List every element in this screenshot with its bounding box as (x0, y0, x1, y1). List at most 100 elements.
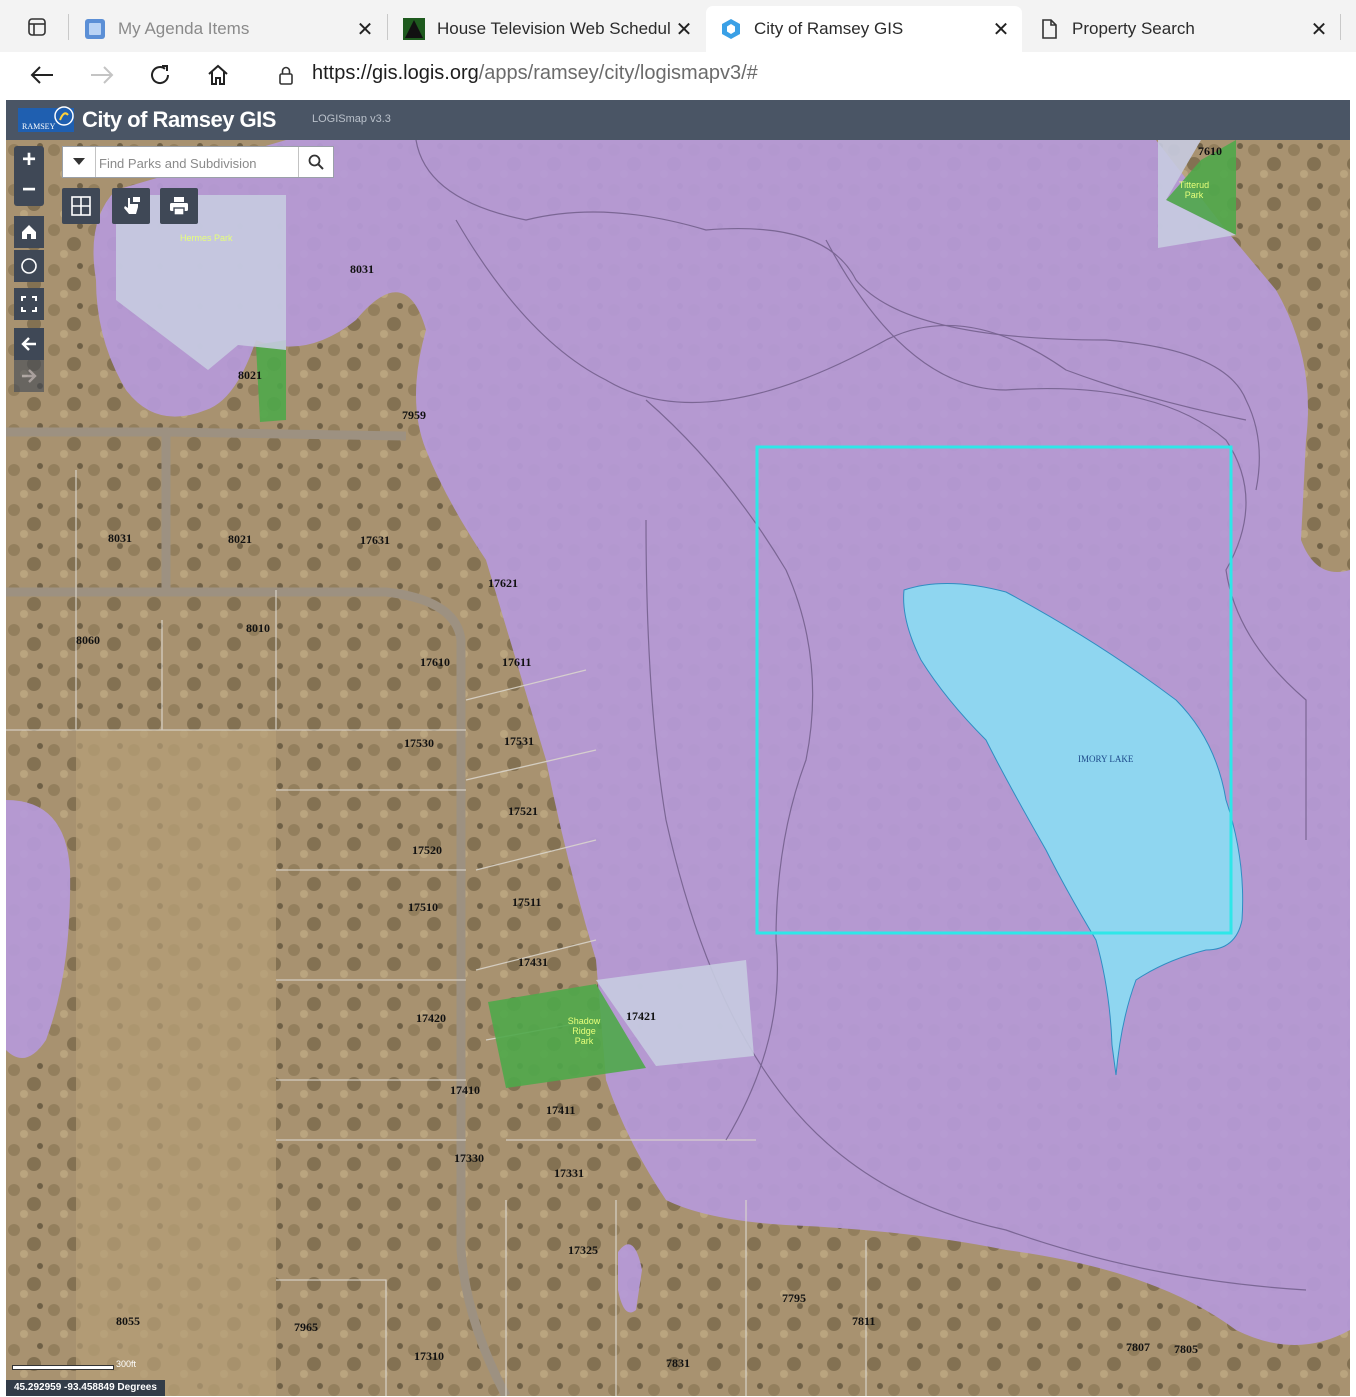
tab-title: City of Ramsey GIS (754, 19, 904, 38)
arrow-left-icon (21, 337, 36, 351)
city-parcel (596, 960, 754, 1066)
lock-icon[interactable] (270, 60, 302, 90)
layers-icon (71, 196, 91, 216)
app-title: City of Ramsey GIS (82, 107, 276, 132)
park-label: Shadow Ridge Park (567, 1016, 601, 1046)
app-version: LOGISmap v3.3 (312, 113, 391, 125)
tab-separator (68, 14, 69, 40)
parcel-label: 7610 (1198, 144, 1222, 158)
wetland-area-small (618, 1244, 642, 1313)
parcel-label: 17330 (454, 1151, 484, 1165)
field-area (76, 730, 276, 1396)
identify-button[interactable] (112, 188, 150, 224)
selection-box[interactable] (755, 445, 1233, 935)
wetland-area (93, 140, 1350, 1345)
refresh-icon[interactable] (144, 60, 176, 90)
tab-city-of-ramsey-gis[interactable]: City of Ramsey GIS ✕ (706, 6, 1022, 52)
parcel-label: 17325 (568, 1243, 598, 1257)
tab-title: My Agenda Items (118, 19, 250, 38)
print-button[interactable] (160, 188, 198, 224)
roads (6, 427, 510, 1396)
parcel-label: 17511 (512, 895, 542, 909)
tab-close-button[interactable]: ✕ (992, 18, 1010, 41)
agenda-icon (84, 18, 106, 40)
logo-text: RAMSEY (22, 122, 56, 131)
next-extent-button[interactable] (14, 360, 44, 392)
parcel-label: 17431 (518, 955, 548, 969)
parcel-label: 17331 (554, 1166, 584, 1180)
url-host: https://gis.logis.org (312, 62, 479, 84)
park-area (488, 984, 646, 1088)
tab-close-button[interactable]: ✕ (1310, 18, 1328, 41)
parcel-label: 8055 (116, 1314, 140, 1328)
parcel-label: 7795 (782, 1291, 806, 1305)
identify-icon (124, 197, 140, 214)
coordinates-readout: 45.292959 -93.458849 Degrees (6, 1380, 165, 1396)
search-button[interactable] (298, 147, 333, 177)
zoom-out-button[interactable]: − (21, 176, 36, 203)
tab-close-button[interactable]: ✕ (675, 18, 693, 41)
browser-tab-strip: My Agenda Items ✕ House Television Web S… (0, 0, 1356, 53)
search-input[interactable] (97, 149, 299, 177)
parcel-label: 7965 (294, 1320, 318, 1334)
parcel-label: 17411 (546, 1103, 576, 1117)
home-icon (22, 225, 36, 239)
fullscreen-icon (21, 296, 37, 312)
locate-button[interactable] (14, 250, 44, 282)
zoom-in-button[interactable]: + (21, 146, 36, 173)
lake (903, 582, 1244, 1076)
zoom-control: + − (14, 146, 44, 206)
parcel-label: 17310 (414, 1349, 444, 1363)
tab-title: House Television Web Schedule (437, 19, 671, 38)
tab-my-agenda-items[interactable]: My Agenda Items ✕ (70, 6, 386, 52)
url-path: /apps/ramsey/city/logismapv3/# (478, 62, 758, 84)
parcel-label: 17521 (508, 804, 538, 818)
back-icon[interactable] (26, 60, 58, 90)
parcel-label: 17520 (412, 843, 442, 857)
previous-extent-button[interactable] (14, 328, 44, 360)
parcel-label: 17420 (416, 1011, 446, 1025)
logis-icon (720, 18, 742, 40)
tab-separator (387, 14, 388, 40)
city-parcel (116, 195, 286, 370)
tab-property-search[interactable]: Property Search ✕ (1024, 6, 1340, 52)
home-icon[interactable] (202, 60, 234, 90)
scale-bar-line (12, 1365, 114, 1370)
caret-down-icon (73, 158, 85, 165)
parcel-lines (6, 470, 867, 1396)
parcel-label: 17421 (626, 1009, 656, 1023)
forward-icon[interactable] (86, 60, 118, 90)
page-icon (1038, 18, 1060, 40)
address-bar[interactable]: https://gis.logis.org/apps/ramsey/city/l… (312, 62, 758, 85)
tab-house-television[interactable]: House Television Web Schedule ✕ (389, 6, 705, 52)
map-view[interactable]: IMORY LAKE Hermes Park Shadow Ridge Park… (6, 140, 1350, 1396)
tab-separator (1340, 14, 1341, 40)
parcel-label: 7831 (666, 1356, 690, 1370)
layers-button[interactable] (62, 188, 100, 224)
parcel-label: 17410 (450, 1083, 480, 1097)
parcel-label: 7807 (1126, 1340, 1150, 1354)
parcel-label: 7811 (852, 1314, 876, 1328)
parcel-label: 7959 (402, 408, 426, 422)
parcel-label: 8060 (76, 633, 100, 647)
map-canvas[interactable] (6, 140, 1350, 1396)
fullscreen-button[interactable] (14, 288, 44, 320)
city-parcel (1158, 140, 1236, 248)
parcel-label: 17611 (502, 655, 532, 669)
tab-actions-icon[interactable] (22, 12, 52, 42)
parcel-label: 8031 (350, 262, 374, 276)
tab-close-button[interactable]: ✕ (356, 18, 374, 41)
park-area (1166, 140, 1236, 235)
park-label: Hermes Park (180, 233, 233, 243)
parcel-label: 8010 (246, 621, 270, 635)
parcel-label: 17610 (420, 655, 450, 669)
search-source-dropdown[interactable] (63, 147, 96, 177)
park-label: Titterud Park (1178, 180, 1210, 200)
scale-bar: 300ft (12, 1359, 140, 1371)
parcel-label: 8021 (228, 532, 252, 546)
parcel-label: 8031 (108, 531, 132, 545)
contour-lines (415, 140, 1307, 1291)
parcel-label: 17531 (504, 734, 534, 748)
home-extent-button[interactable] (14, 216, 44, 248)
locate-icon (21, 258, 37, 274)
